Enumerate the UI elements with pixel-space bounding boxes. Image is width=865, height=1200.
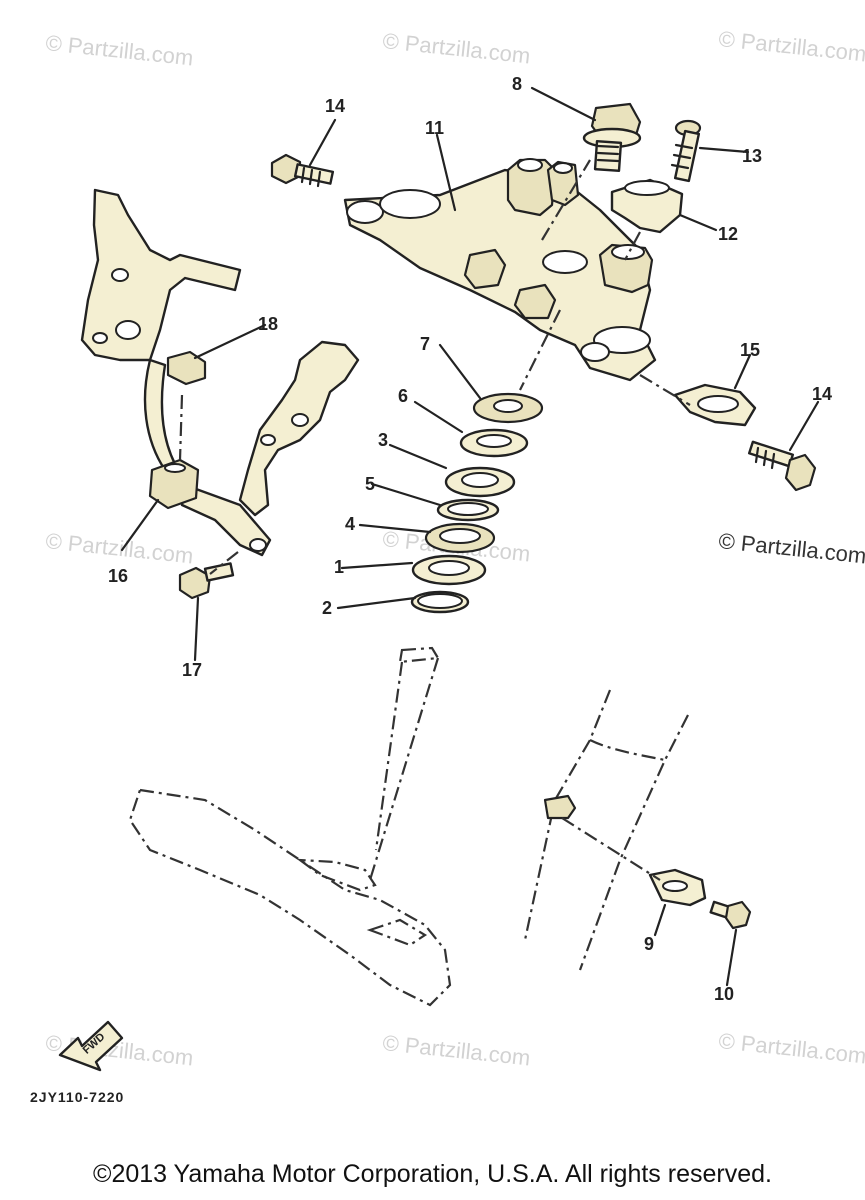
watermark-dark: © Partzilla.com — [717, 528, 865, 568]
callout-11: 11 — [425, 118, 444, 138]
callout-16: 16 — [108, 566, 128, 586]
cushion-18 — [166, 350, 207, 386]
bolt-8 — [582, 102, 642, 173]
bolt-17 — [178, 562, 235, 600]
fwd-arrow-icon: FWD — [58, 1020, 124, 1072]
bolt-13 — [670, 119, 702, 183]
diagram-code: 2JY110-7220 — [30, 1089, 124, 1105]
callout-14-right: 14 — [812, 384, 832, 404]
callout-12: 12 — [718, 224, 738, 244]
callout-8: 8 — [512, 74, 522, 94]
callout-18: 18 — [258, 314, 278, 334]
fork-tube — [523, 689, 689, 971]
callout-6: 6 — [398, 386, 408, 406]
copyright-notice: ©2013 Yamaha Motor Corporation, U.S.A. A… — [93, 1160, 772, 1188]
nut-7 — [472, 392, 544, 424]
callout-7: 7 — [420, 334, 430, 354]
callout-3: 3 — [378, 430, 388, 450]
bearing-4 — [424, 522, 496, 554]
bolt-10 — [709, 900, 752, 930]
ring-nut-3 — [444, 466, 516, 498]
meter-stay — [80, 188, 242, 487]
clamp-15 — [673, 383, 757, 427]
ball-race-1 — [411, 554, 487, 586]
cover-5 — [436, 498, 500, 522]
callouts: 8 11 14 13 12 15 14 7 6 3 5 4 1 2 18 16 … — [108, 74, 832, 1004]
under-bracket — [128, 646, 452, 1007]
watermark: © Partzilla.com — [717, 26, 865, 66]
callout-9: 9 — [644, 934, 654, 954]
callout-5: 5 — [365, 474, 375, 494]
washer-6 — [459, 428, 529, 458]
watermark: © Partzilla.com — [44, 30, 194, 70]
watermark: © Partzilla.com — [381, 28, 531, 68]
ring-2 — [410, 590, 470, 614]
clamp-9 — [648, 868, 707, 907]
callout-1: 1 — [334, 557, 344, 577]
clip — [543, 794, 577, 820]
holder-16 — [148, 458, 200, 510]
callout-4: 4 — [345, 514, 355, 534]
upper-bracket — [343, 158, 657, 382]
watermark: © Partzilla.com — [381, 1030, 531, 1070]
callout-17: 17 — [182, 660, 202, 680]
leader-lines — [120, 86, 820, 987]
handlebar-holder-12 — [610, 178, 684, 234]
watermark: © Partzilla.com — [717, 1028, 865, 1068]
bolt-14-left — [270, 153, 335, 188]
callout-14-left: 14 — [325, 96, 345, 116]
callout-10: 10 — [714, 984, 734, 1004]
bolt-14-right — [747, 440, 817, 492]
watermark: © Partzilla.com — [44, 528, 194, 568]
callout-15: 15 — [740, 340, 760, 360]
harness-bracket — [180, 340, 360, 557]
callout-13: 13 — [742, 146, 762, 166]
callout-2: 2 — [322, 598, 332, 618]
